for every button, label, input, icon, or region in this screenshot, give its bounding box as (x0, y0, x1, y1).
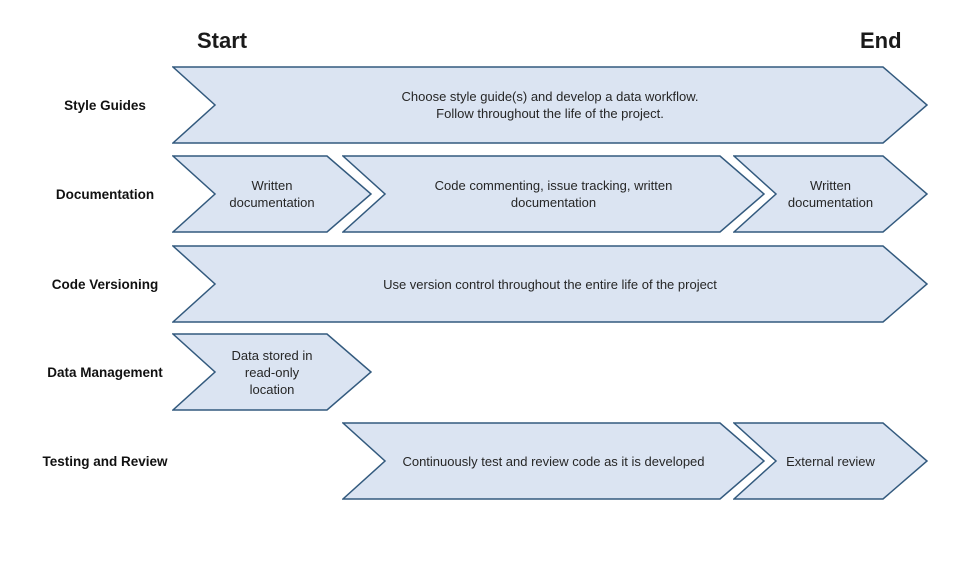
arrow-text-line: Code commenting, issue tracking, written (434, 178, 673, 193)
arrow-data-management: Data stored in read-only location (172, 333, 372, 411)
arrow-text: Choose style guide(s) and develop a data… (172, 66, 928, 144)
row-label-style-guides: Style Guides (64, 98, 146, 113)
arrow-text-line: location (249, 381, 295, 397)
arrow-text-line: Choose style guide(s) and develop a data… (401, 89, 699, 104)
end-label: End (860, 28, 902, 53)
arrow-text-line: Written (251, 178, 293, 193)
arrow-external-review: External review (733, 422, 928, 500)
arrow-text-line: External review (786, 453, 875, 469)
arrow-text-line: Written (810, 178, 851, 193)
chevron-arrow-icon (342, 422, 765, 500)
chevron-arrow-icon (172, 333, 372, 411)
arrow-style-guides: Choose style guide(s) and develop a data… (172, 66, 928, 144)
chevron-arrow-icon (733, 155, 928, 233)
arrow-text: Written documentation (172, 155, 372, 233)
row-label-data-management: Data Management (47, 365, 163, 380)
arrow-text-line: documentation (229, 195, 315, 210)
arrow-text: Continuously test and review code as it … (342, 422, 765, 500)
arrow-text: Data stored in read-only location (172, 333, 372, 411)
chevron-arrow-icon (342, 155, 765, 233)
chevron-arrow-icon (172, 245, 928, 323)
arrow-text-line: Data stored in (231, 347, 313, 363)
arrow-text-line: read-only (244, 364, 300, 380)
arrow-text: Use version control throughout the entir… (172, 245, 928, 323)
chevron-arrow-icon (172, 66, 928, 144)
row-label-code-versioning: Code Versioning (51, 277, 159, 292)
arrow-documentation-end: Written documentation (733, 155, 928, 233)
chevron-arrow-icon (172, 155, 372, 233)
arrow-documentation-start: Written documentation (172, 155, 372, 233)
arrow-text-line: documentation (787, 195, 874, 210)
arrow-text-line: Continuously test and review code as it … (402, 453, 705, 469)
row-label-documentation: Documentation (55, 187, 155, 202)
arrow-text: Written documentation (733, 155, 928, 233)
arrow-text-line: Use version control throughout the entir… (383, 276, 717, 292)
arrow-text-line: Follow throughout the life of the projec… (436, 106, 664, 121)
arrow-text: Code commenting, issue tracking, written… (342, 155, 765, 233)
arrow-text-line: documentation (510, 195, 597, 210)
arrow-text: External review (733, 422, 928, 500)
arrow-code-versioning: Use version control throughout the entir… (172, 245, 928, 323)
arrow-testing-continuous: Continuously test and review code as it … (342, 422, 765, 500)
row-label-testing-and-review: Testing and Review (42, 454, 168, 469)
arrow-documentation-middle: Code commenting, issue tracking, written… (342, 155, 765, 233)
start-label: Start (197, 28, 248, 53)
chevron-arrow-icon (733, 422, 928, 500)
